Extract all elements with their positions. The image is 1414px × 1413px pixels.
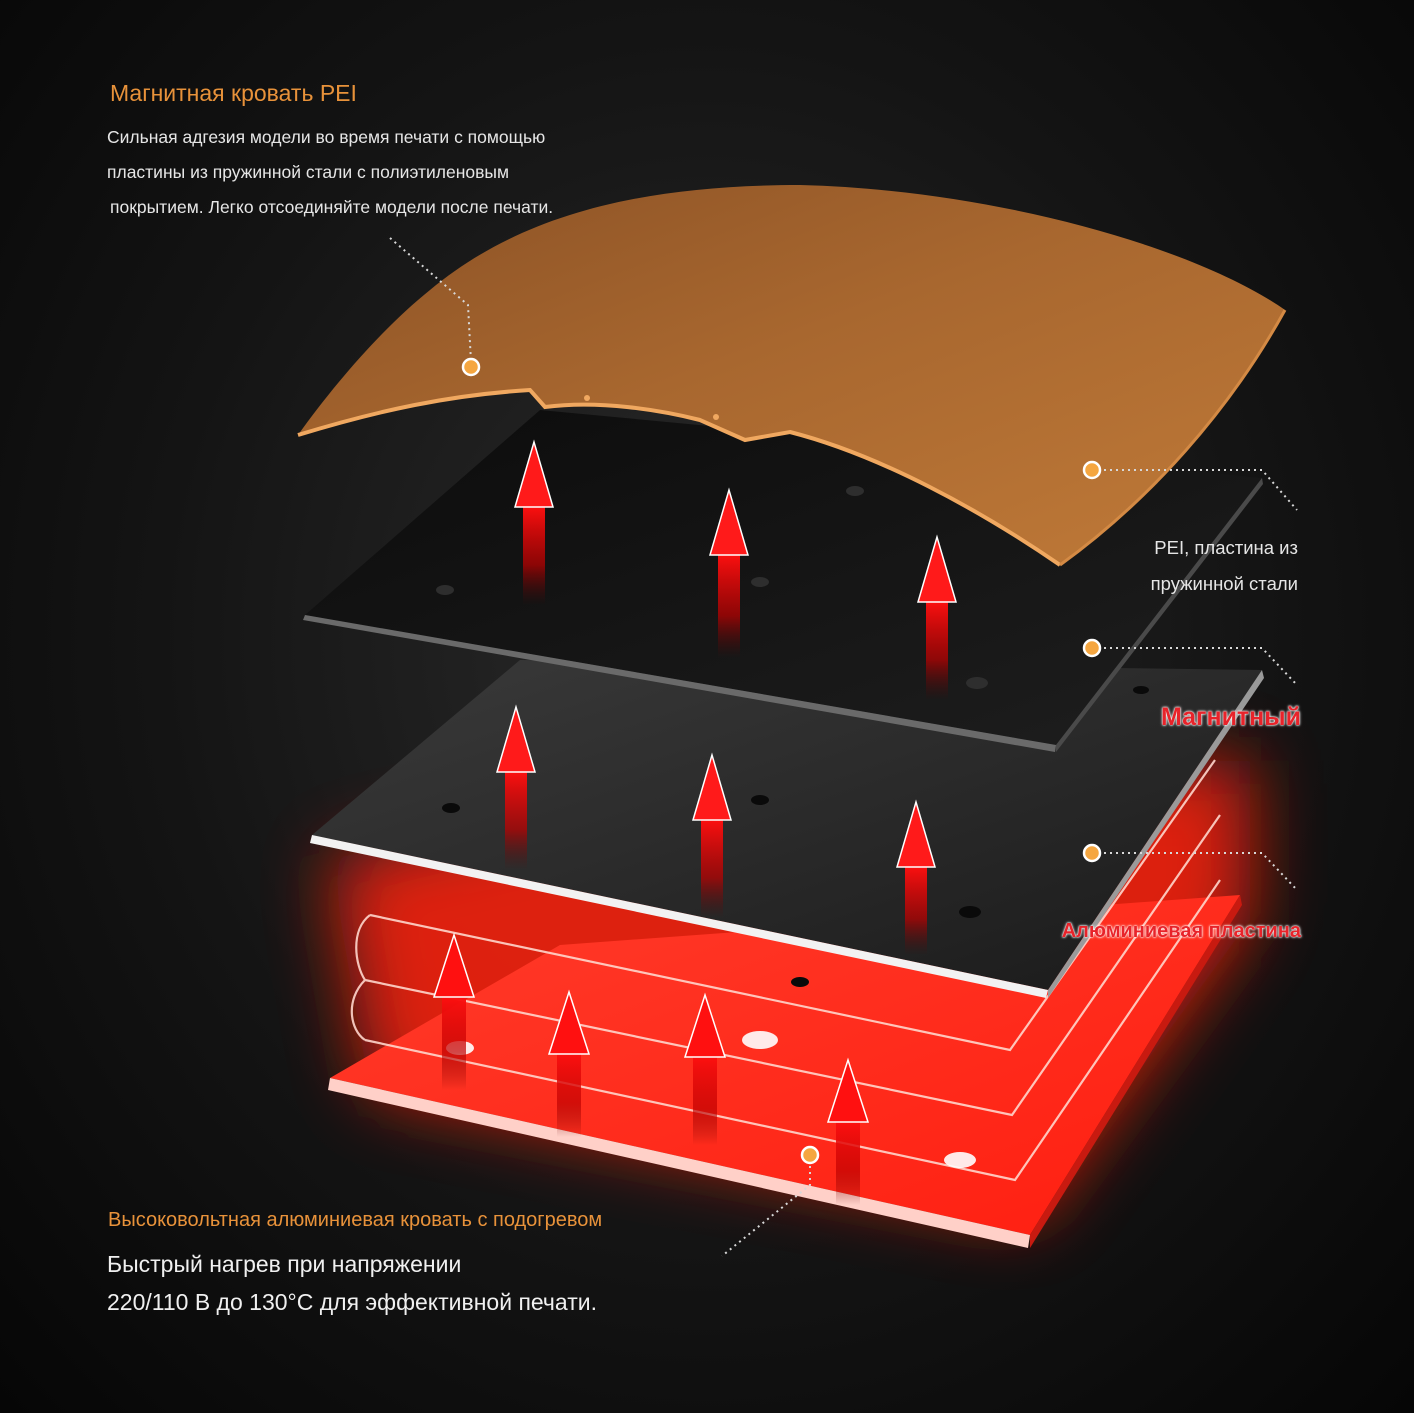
heat-arrow (916, 534, 958, 700)
pei-bed-description-line: Сильная адгезия модели во время печати с… (107, 127, 546, 147)
pei-bed-description-line: пластины из пружинной стали с полиэтилен… (107, 162, 510, 182)
callout-lines (389, 237, 1298, 1257)
heated-bed-description-line: Быстрый нагрев при напряжении (107, 1251, 462, 1277)
heat-arrow (826, 1057, 870, 1205)
pei-sheet-label-line: PEI, пластина из (1154, 537, 1298, 558)
pei-bed-description-line: покрытием. Легко отсоединяйте модели пос… (110, 197, 554, 217)
heat-arrow (691, 752, 733, 918)
pei-sheet-label: PEI, пластина из пружинной стали (1151, 530, 1298, 602)
heated-bed-title: Высоковольтная алюминиевая кровать с под… (108, 1209, 603, 1231)
callout-dots (461, 357, 1102, 1165)
heat-arrows (432, 439, 958, 1205)
magnetic-label: Магнитный (1161, 703, 1301, 731)
heat-arrow (547, 989, 591, 1137)
pei-sheet (297, 185, 1287, 567)
heated-bed-description-line: 220/110 В до 130°С для эффективной печат… (107, 1289, 597, 1315)
heated-bed-description: Быстрый нагрев при напряжении 220/110 В … (107, 1245, 727, 1321)
aluminum-plate-label: Алюминиевая пластина (1061, 920, 1301, 942)
pei-sheet-label-line: пружинной стали (1150, 573, 1298, 594)
heat-arrow (495, 704, 537, 870)
pei-bed-description: Сильная адгезия модели во время печати с… (107, 120, 667, 225)
heat-arrow (683, 992, 727, 1145)
pei-bed-title: Магнитная кровать PEI (110, 80, 357, 106)
heat-arrow (708, 487, 750, 658)
heat-arrow (513, 439, 555, 605)
heating-traces (350, 759, 1221, 1182)
heat-arrow (895, 799, 937, 955)
heat-arrow (432, 932, 476, 1090)
